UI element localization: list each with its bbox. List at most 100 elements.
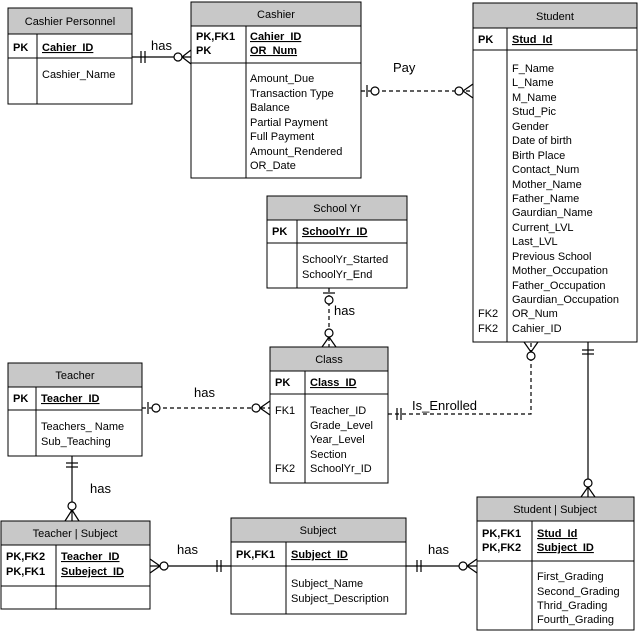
field: Cahier_ID <box>512 323 562 335</box>
field: Gaurdian_Name <box>512 207 593 219</box>
key-label: PK <box>478 34 493 46</box>
field: Cashier_Name <box>42 69 115 81</box>
field: Teachers_ Name <box>41 421 124 433</box>
entity-cashier[interactable]: Cashier PK,FK1 PK Cahier_ID OR_Num Amoun… <box>190 1 362 179</box>
field: Mother_Name <box>512 179 582 191</box>
field: Balance <box>250 102 290 114</box>
entity-title: School Yr <box>313 203 361 215</box>
field: Mother_Occupation <box>512 265 608 277</box>
field: SchoolYr_ID <box>310 463 372 475</box>
fk-label: FK2 <box>478 323 498 335</box>
relationship-teacher-teachersubject[interactable]: has <box>64 456 111 522</box>
field: SchoolYr_End <box>302 269 372 281</box>
fk-label: FK2 <box>478 308 498 320</box>
key-label: PK <box>272 226 287 238</box>
field: Subject_Name <box>291 578 363 590</box>
key-label: PK <box>275 377 290 389</box>
field: Gender <box>512 121 549 133</box>
field: Transaction Type <box>250 88 334 100</box>
key-field: Subject_ID <box>291 549 348 561</box>
key-label: PK,FK1 <box>236 549 275 561</box>
relationship-subject-studentsubject[interactable]: has <box>406 542 478 574</box>
relationship-label: has <box>177 542 198 557</box>
relationship-label: Pay <box>393 60 416 75</box>
field: Section <box>310 449 347 461</box>
field: Second_Grading <box>537 586 620 598</box>
fk-label: FK2 <box>275 463 295 475</box>
entity-title: Cashier <box>257 9 295 21</box>
key-field: Stud_Id <box>512 34 552 46</box>
entity-title: Cashier Personnel <box>25 16 116 28</box>
field: OR_Date <box>250 160 296 172</box>
key-label: PK,FK1 <box>482 528 521 540</box>
field: First_Grading <box>537 571 604 583</box>
field: Grade_Level <box>310 420 373 432</box>
entity-title: Student <box>536 11 574 23</box>
relationship-personnel-cashier[interactable]: has <box>132 38 192 65</box>
field: Full Payment <box>250 131 314 143</box>
relationship-student-studentsubject[interactable] <box>580 342 596 498</box>
field: Teacher_ID <box>310 405 366 417</box>
entity-title: Student | Subject <box>513 504 597 516</box>
field: Amount_Due <box>250 73 314 85</box>
key-field: Subject_ID <box>537 542 594 554</box>
field: M_Name <box>512 92 557 104</box>
relationship-label: has <box>334 303 355 318</box>
entity-title: Subject <box>300 525 337 537</box>
relationship-schoolyr-class[interactable]: has <box>321 288 355 348</box>
key-label: PK,FK2 <box>482 542 521 554</box>
entity-title: Teacher <box>55 370 94 382</box>
field: Sub_Teaching <box>41 436 111 448</box>
field: SchoolYr_Started <box>302 254 388 266</box>
entity-student[interactable]: Student PK Stud_Id F_Name L_Name M_Name … <box>472 2 638 343</box>
field: Contact_Num <box>512 164 579 176</box>
relationship-teachersubject-subject[interactable]: has <box>149 542 231 574</box>
key-field: Cahier_ID <box>42 42 93 54</box>
field: Date of birth <box>512 135 572 147</box>
field: Partial Payment <box>250 117 328 129</box>
relationship-label: has <box>90 481 111 496</box>
key-field: Class_ID <box>310 377 357 389</box>
entity-title: Teacher | Subject <box>33 528 118 540</box>
entity-teacher[interactable]: Teacher PK Teacher_ID Teachers_ Name Sub… <box>7 362 143 457</box>
field: Father_Name <box>512 193 579 205</box>
relationship-label: has <box>194 385 215 400</box>
relationship-teacher-class[interactable]: has <box>142 385 271 416</box>
field: Fourth_Grading <box>537 614 614 626</box>
key-label: PK <box>13 393 28 405</box>
key-label: PK,FK2 <box>6 551 45 563</box>
entity-subject[interactable]: Subject PK,FK1 Subject_ID Subject_Name S… <box>230 517 407 615</box>
field: Current_LVL <box>512 222 574 234</box>
relationship-cashier-student[interactable]: Pay <box>361 60 474 99</box>
key-field: Teacher_ID <box>41 393 100 405</box>
field: OR_Num <box>512 308 558 320</box>
key-label: PK <box>13 42 28 54</box>
field: Stud_Pic <box>512 106 557 118</box>
key-field: OR_Num <box>250 45 297 57</box>
entity-teacher-subject[interactable]: Teacher | Subject PK,FK2 PK,FK1 Teacher_… <box>0 520 151 610</box>
entity-cashier-personnel[interactable]: Cashier Personnel PK Cahier_ID Cashier_N… <box>7 7 133 105</box>
field: Year_Level <box>310 434 365 446</box>
relationship-label: has <box>151 38 172 53</box>
entity-class[interactable]: Class PK Class_ID Teacher_ID Grade_Level… <box>269 346 389 484</box>
fk-label: FK1 <box>275 405 295 417</box>
field: F_Name <box>512 63 554 75</box>
key-label: PK,FK1 <box>196 31 235 43</box>
relationship-label: Is_Enrolled <box>412 398 477 413</box>
field: Birth Place <box>512 150 565 162</box>
field: Amount_Rendered <box>250 146 342 158</box>
relationship-class-student[interactable]: Is_Enrolled <box>388 341 539 420</box>
entity-title: Class <box>315 354 343 366</box>
field: Subject_Description <box>291 593 389 605</box>
field: Thrid_Grading <box>537 600 607 612</box>
key-field: Teacher_ID <box>61 551 120 563</box>
key-field: Cahier_ID <box>250 31 301 43</box>
entity-school-yr[interactable]: School Yr PK SchoolYr_ID SchoolYr_Starte… <box>266 195 408 289</box>
field: Father_Occupation <box>512 280 606 292</box>
field: Previous School <box>512 251 592 263</box>
key-label: PK,FK1 <box>6 566 45 578</box>
field: Last_LVL <box>512 236 558 248</box>
key-field: Subeject_ID <box>61 566 124 578</box>
entity-student-subject[interactable]: Student | Subject PK,FK1 PK,FK2 Stud_Id … <box>476 496 635 631</box>
